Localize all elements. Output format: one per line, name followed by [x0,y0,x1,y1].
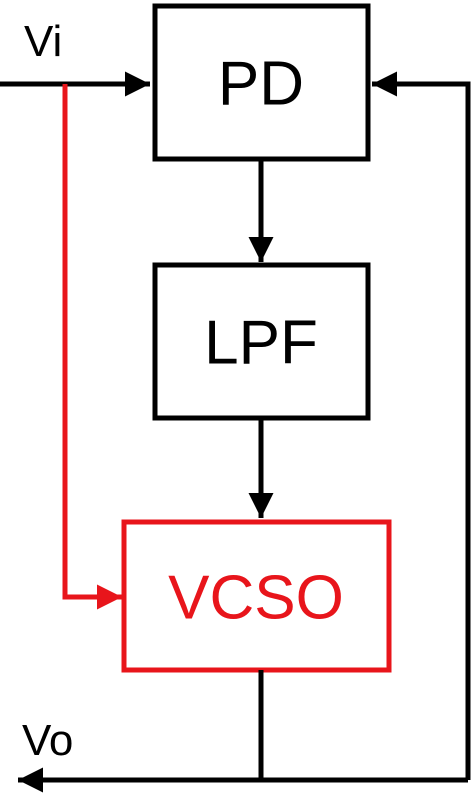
input-to-vcso-wire [62,84,122,610]
lpf-block [152,262,371,421]
output-label: Vo [22,716,73,765]
feedback-wire [372,71,471,780]
lpf-label: LPF [204,309,318,378]
pd-label: PD [218,50,304,119]
input-label: Vi [24,17,62,66]
vcso-label: VCSO [168,564,344,633]
vcso-block [121,519,392,673]
